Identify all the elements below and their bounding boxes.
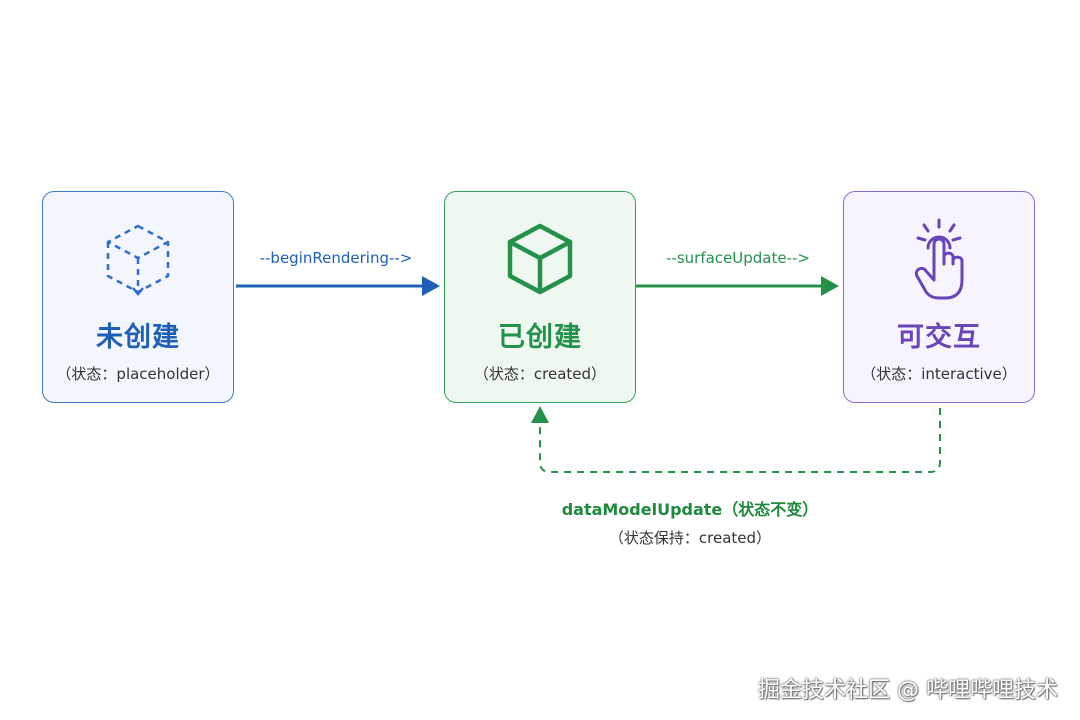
data-model-update-arrowhead — [531, 406, 549, 423]
cube-icon — [507, 223, 573, 295]
state-uncreated-title: 未创建 — [96, 322, 180, 353]
watermark: 掘金技术社区 @ 哔哩哔哩技术 — [758, 678, 1058, 703]
state-uncreated-subtitle: （状态：placeholder） — [56, 365, 220, 383]
begin-rendering-arrowhead — [422, 276, 440, 296]
state-interactive-box: 可交互 （状态：interactive） — [843, 191, 1035, 403]
state-created-title: 已创建 — [498, 322, 582, 353]
surface-update-label: --surfaceUpdate--> — [666, 249, 810, 267]
dashed-cube-icon — [106, 224, 170, 296]
state-interactive-subtitle: （状态：interactive） — [861, 365, 1017, 383]
surface-update-arrowhead — [821, 276, 839, 296]
begin-rendering-label: --beginRendering--> — [259, 249, 413, 267]
state-created-box: 已创建 （状态：created） — [444, 191, 636, 403]
state-uncreated-box: 未创建 （状态：placeholder） — [42, 191, 234, 403]
state-created-subtitle: （状态：created） — [473, 365, 607, 383]
tap-hand-icon — [914, 218, 964, 300]
data-model-update-note: （状态保持：created） — [608, 529, 772, 547]
data-model-update-label: dataModelUpdate（状态不变） — [561, 500, 819, 519]
data-model-update-loop — [539, 408, 941, 473]
state-interactive-title: 可交互 — [897, 322, 981, 353]
